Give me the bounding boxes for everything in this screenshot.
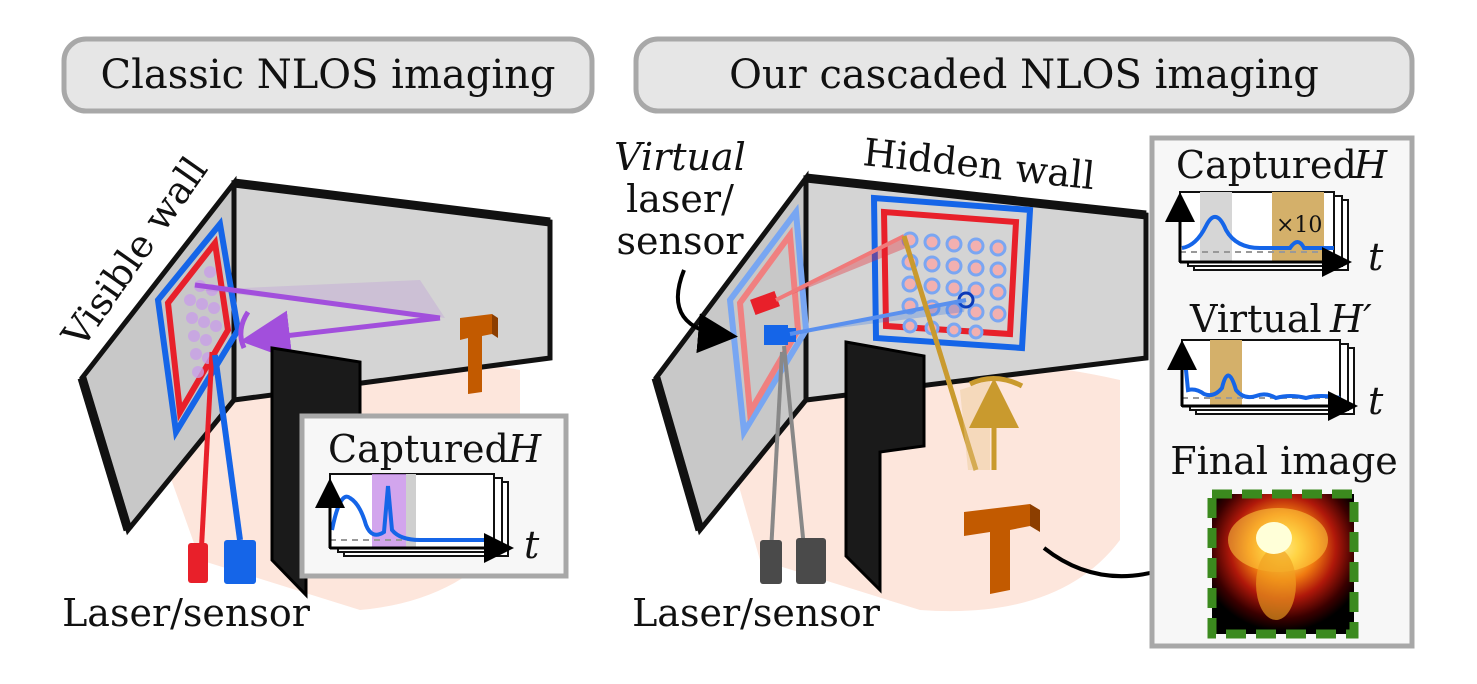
blue-frame-right xyxy=(870,194,1034,352)
right-title: Our cascaded NLOS imaging xyxy=(729,52,1319,98)
red-frame-right xyxy=(880,208,1020,338)
left-inset-title: Captured xyxy=(328,427,509,471)
virtual-axis-t: t xyxy=(1368,379,1384,423)
captured-gain: ×10 xyxy=(1276,213,1322,238)
laser-sensor-label-right: Laser/sensor xyxy=(632,591,881,635)
virtual-label-italic: Virtual xyxy=(614,135,746,179)
virtual-h-plot: Virtual H′ t xyxy=(1167,297,1384,423)
captured-title: Captured xyxy=(1176,143,1357,187)
captured-axis-t: t xyxy=(1368,235,1384,279)
virtual-label-line3: sensor xyxy=(616,219,744,263)
occluder-right xyxy=(844,340,926,594)
laser-device-right xyxy=(760,540,782,584)
left-inset-axis-t: t xyxy=(524,523,540,567)
left-inset-captured: Captured H t xyxy=(299,413,569,579)
hidden-object-left xyxy=(460,314,498,394)
left-title: Classic NLOS imaging xyxy=(100,52,555,98)
laser-sensor-label-left: Laser/sensor xyxy=(62,591,311,635)
final-image-title: Final image xyxy=(1170,439,1398,483)
laser-device-left xyxy=(188,543,208,583)
virtual-plot-title: Virtual xyxy=(1189,297,1322,341)
virtual-pointer-arrow xyxy=(675,269,738,354)
right-title-pill: Our cascaded NLOS imaging xyxy=(633,36,1415,114)
left-title-pill: Classic NLOS imaging xyxy=(61,36,595,114)
right-inset-panel: Captured H ×10 t Virtual H′ t xyxy=(1149,135,1415,649)
hidden-object-right xyxy=(964,504,1040,594)
virtual-laser xyxy=(750,291,780,315)
sensor-device-right xyxy=(796,538,826,584)
sample-grid-left xyxy=(184,266,222,378)
left-inset-symbol: H xyxy=(507,427,542,471)
captured-h-plot: Captured H ×10 t xyxy=(1165,143,1388,279)
captured-symbol: H xyxy=(1353,143,1388,187)
virtual-label-line2: laser/ xyxy=(626,177,734,221)
blue-frame-left xyxy=(154,216,242,441)
sensor-device-left xyxy=(224,540,256,584)
red-frame-left xyxy=(164,235,232,422)
virtual-plot-symbol: H′ xyxy=(1329,297,1372,341)
final-image: Final image xyxy=(1170,439,1398,639)
virtual-sensor xyxy=(764,325,788,345)
right-scene: Virtual laser/ sensor Hidden wall Laser/… xyxy=(614,130,1204,635)
